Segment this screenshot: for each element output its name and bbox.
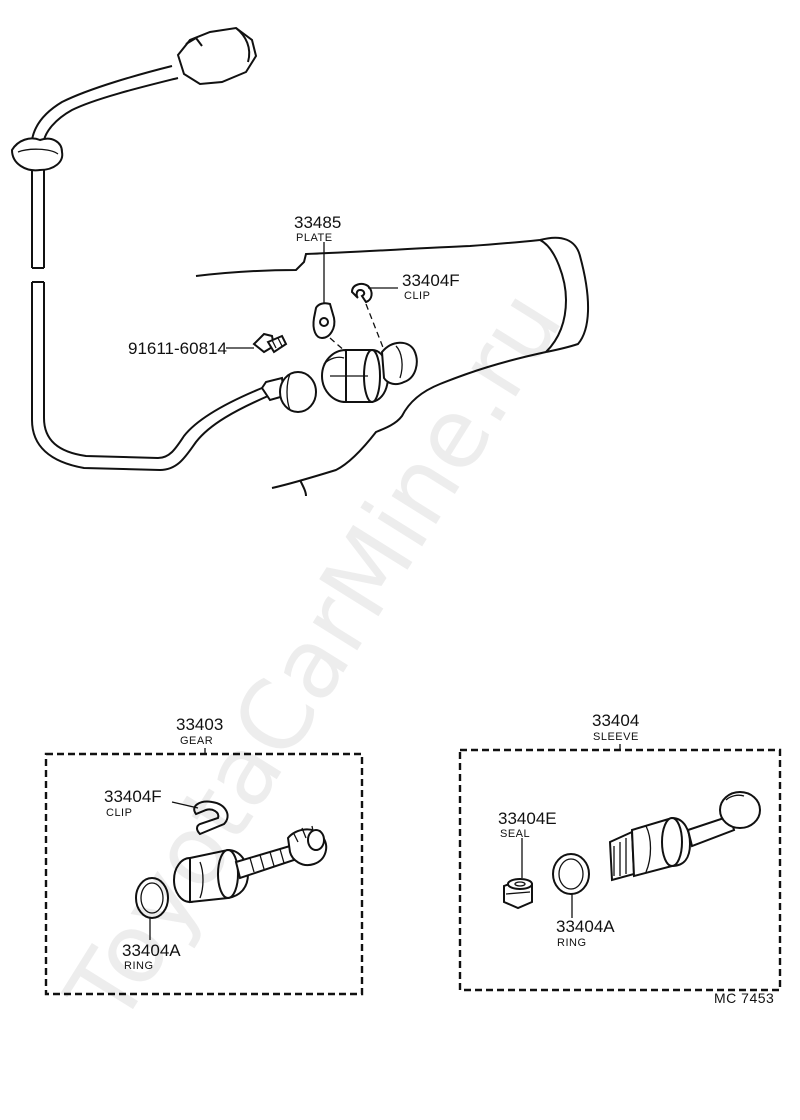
plate-part-name: PLATE bbox=[296, 232, 333, 244]
sleeve-group-box bbox=[458, 748, 782, 992]
bolt-part bbox=[252, 332, 288, 354]
gear-group-name: GEAR bbox=[180, 735, 213, 747]
ring-sleeve-part-number: 33404A bbox=[556, 917, 615, 936]
gear-group: 33403 GEAR 33404F CLIP 33404A RING bbox=[44, 715, 364, 996]
gear-group-box bbox=[44, 752, 364, 996]
seal-part-number: 33404E bbox=[498, 809, 557, 828]
seal-part bbox=[503, 878, 533, 910]
plate-guide bbox=[329, 337, 347, 353]
transmission-housing bbox=[195, 236, 589, 497]
ring-gear-part-number: 33404A bbox=[122, 941, 181, 960]
clip-gear-leader bbox=[171, 801, 199, 809]
clip-top-guide bbox=[365, 303, 385, 351]
diagram-reference: MC 7453 bbox=[714, 990, 774, 1006]
sleeve-part bbox=[608, 791, 761, 882]
ring-gear-part-name: RING bbox=[124, 960, 154, 972]
speedometer-cable bbox=[10, 26, 317, 472]
ring-sleeve-part bbox=[552, 853, 590, 895]
clip-top-part-number: 33404F bbox=[402, 271, 460, 290]
ring-gear-part bbox=[135, 877, 169, 919]
sleeve-group-name: SLEEVE bbox=[593, 731, 639, 743]
driven-gear-part bbox=[173, 825, 328, 904]
plate-part-number: 33485 bbox=[294, 213, 341, 232]
gear-group-number: 33403 bbox=[176, 715, 223, 734]
sleeve-group: 33404 SLEEVE 33404E SEAL 33404A bbox=[458, 711, 782, 992]
ring-sleeve-part-name: RING bbox=[557, 937, 587, 949]
plate-part bbox=[312, 302, 336, 340]
clip-gear-part bbox=[193, 800, 229, 836]
seal-part-name: SEAL bbox=[500, 828, 530, 840]
sleeve-group-number: 33404 bbox=[592, 711, 639, 730]
bolt-part-number: 91611-60814 bbox=[128, 339, 227, 358]
clip-top-part-name: CLIP bbox=[404, 290, 430, 302]
clip-gear-part-name: CLIP bbox=[106, 807, 132, 819]
clip-top-part bbox=[350, 283, 373, 304]
driven-gear-assembly bbox=[321, 341, 418, 403]
clip-gear-part-number: 33404F bbox=[104, 787, 162, 806]
